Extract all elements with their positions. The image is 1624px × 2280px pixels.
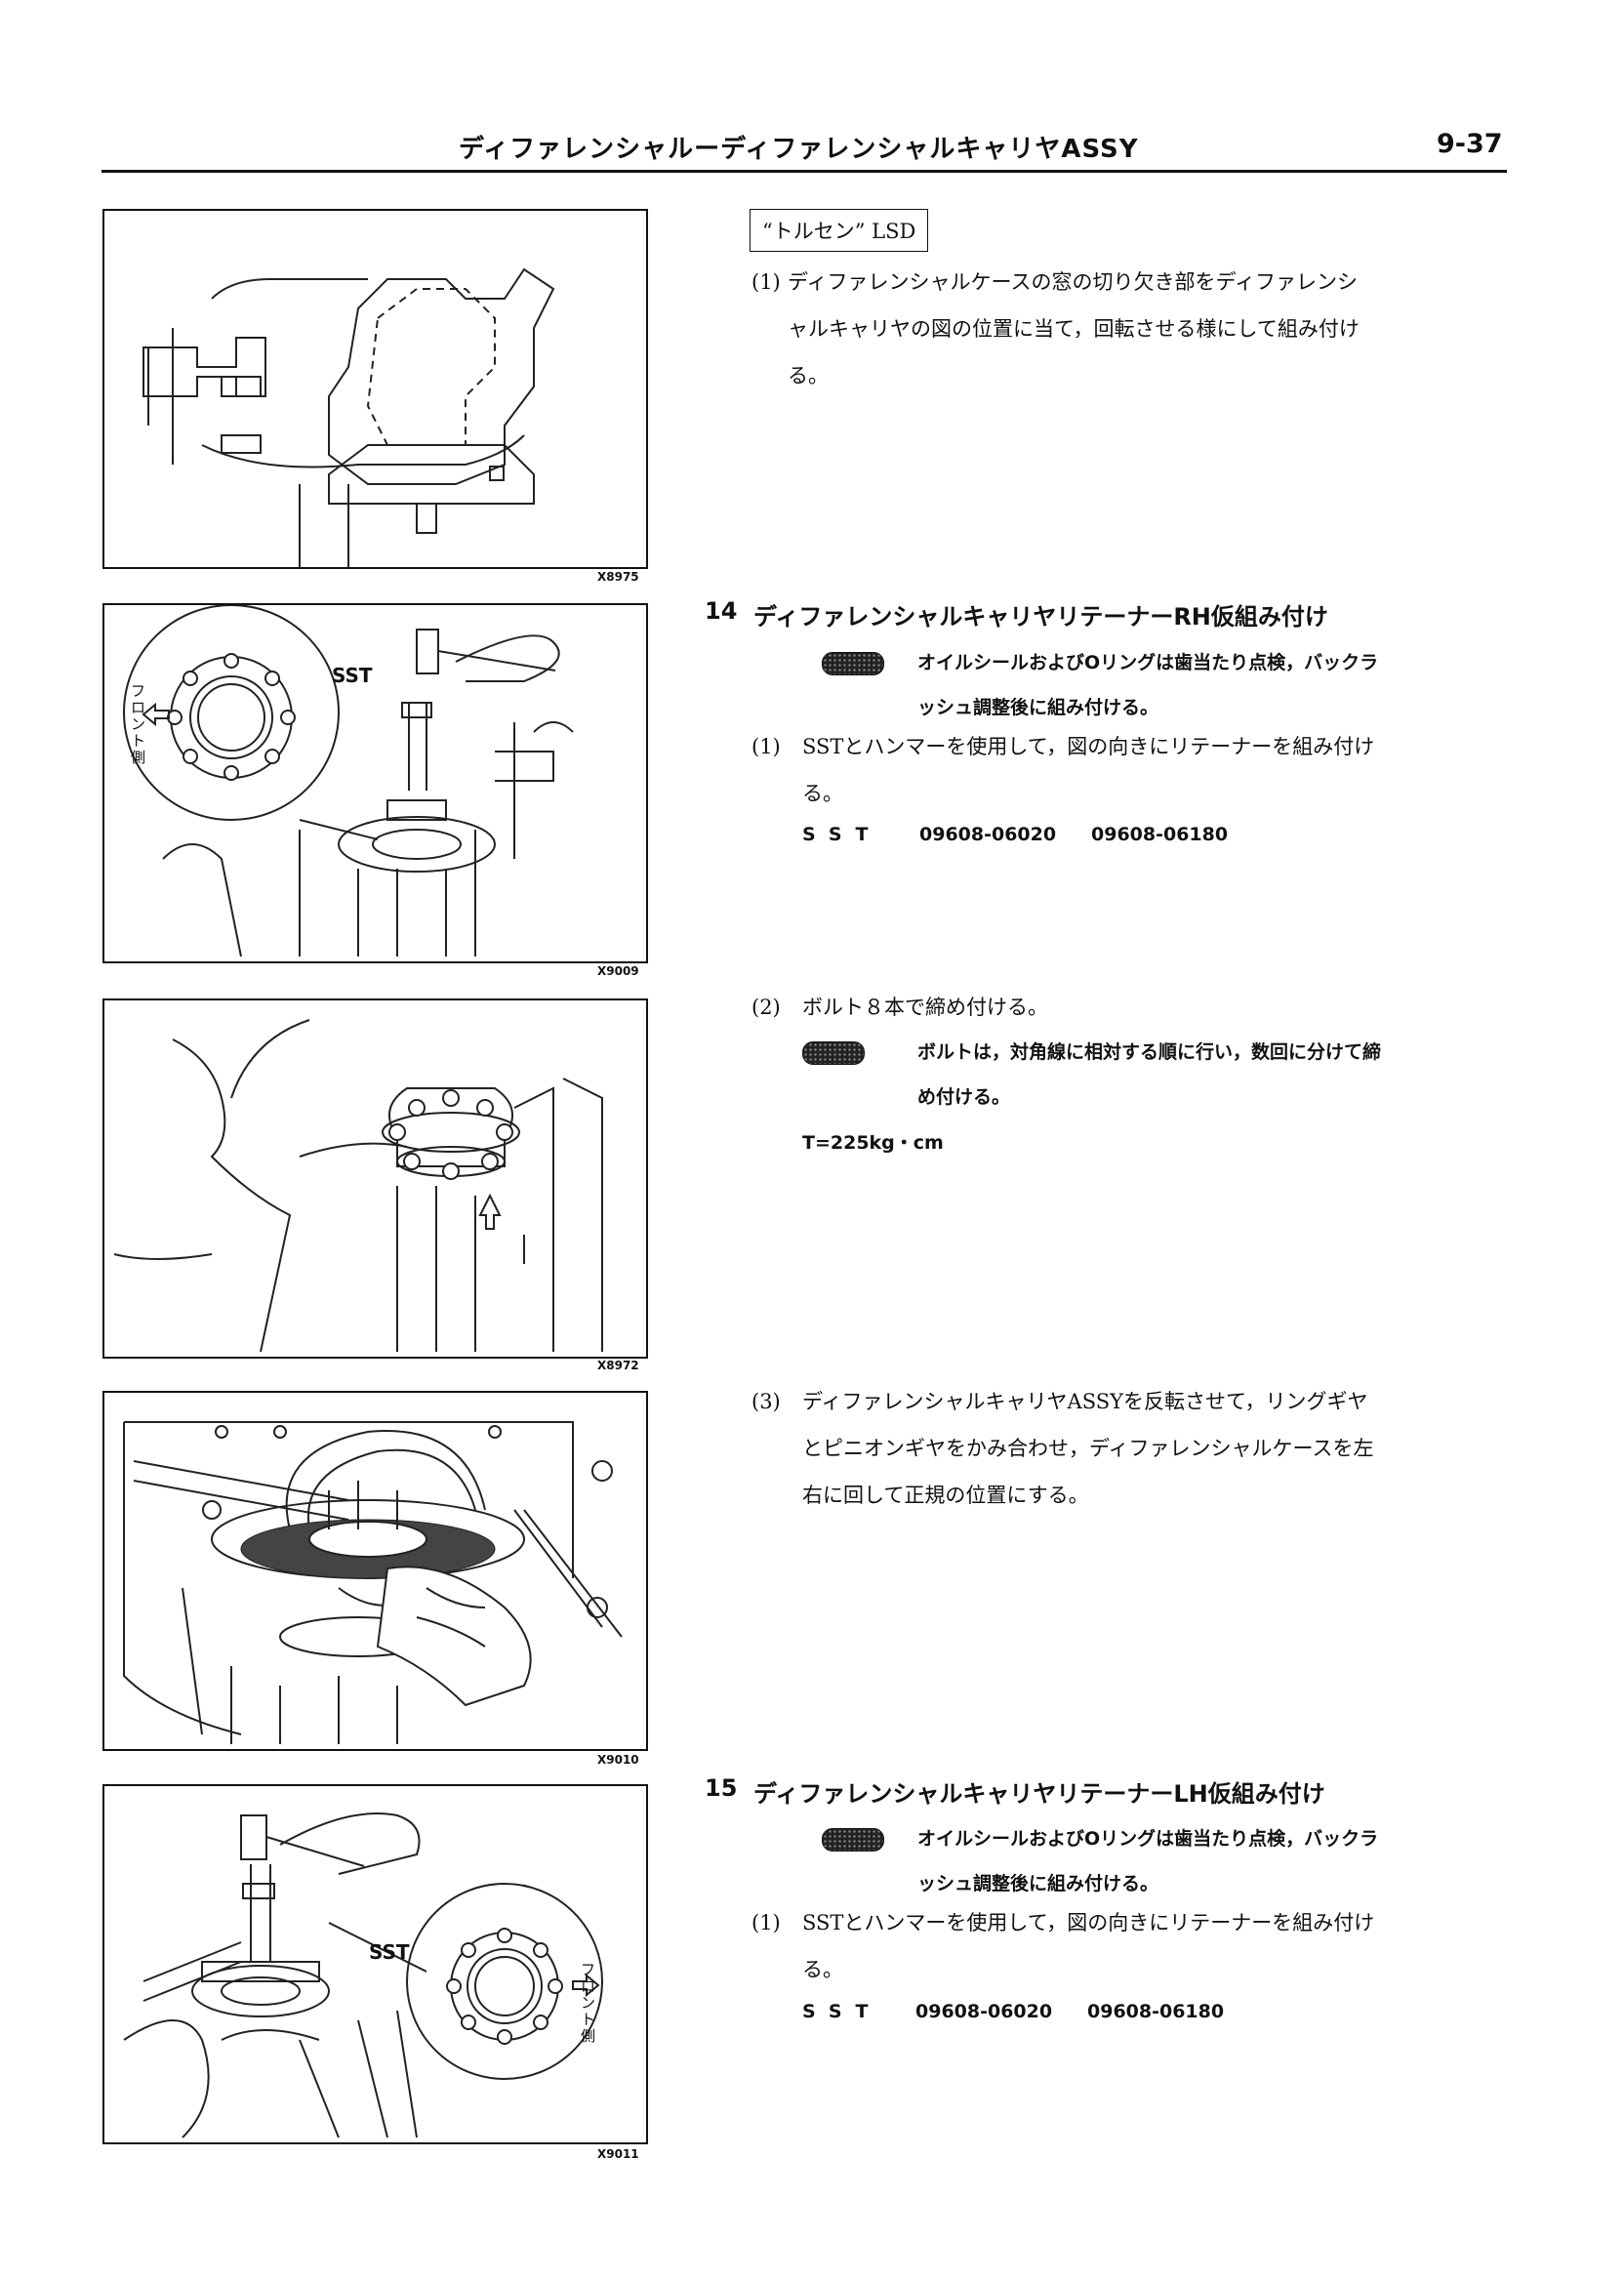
step-15-number: 15 (705, 1774, 738, 1802)
torque-spec: T=225kg・cm (802, 1132, 944, 1154)
figure-code: X8972 (597, 1359, 639, 1372)
note-line: ッシュ調整後に組み付ける。 (917, 1873, 1159, 1894)
note-line: オイルシールおよびOリングは歯当たり点検，バックラ (917, 652, 1379, 673)
text-line: ディファレンシャルケースの窓の切り欠き部をディファレンシ (788, 270, 1359, 294)
text-line: る。 (802, 1958, 843, 1981)
sst-label: SST (369, 1940, 410, 1964)
step-number: (1) (751, 1911, 781, 1934)
caution-badge-icon (822, 652, 884, 675)
step-number: (2) (751, 996, 781, 1019)
figure-ring-pinion-mesh (102, 1391, 648, 1751)
text-line: とピニオンギヤをかみ合わせ，ディファレンシャルケースを左 (802, 1437, 1374, 1460)
step-14-title: ディファレンシャルキャリヤリテーナーRH仮組み付け (753, 603, 1328, 631)
caution-badge-icon (802, 1041, 865, 1065)
torsen-lsd-heading: “トルセン” LSD (750, 209, 929, 252)
torsen-step-1: (1) ディファレンシャルケースの窓の切り欠き部をディファレンシ ャルキャリヤの… (747, 259, 1518, 399)
step-14-number: 14 (705, 597, 738, 625)
page-number: 9-37 (1437, 129, 1503, 159)
text-line: ャルキャリヤの図の位置に当て，回転させる様にして組み付け (788, 317, 1360, 341)
front-side-label: フロント側 (131, 682, 146, 766)
figure-bolt-tightening (102, 998, 648, 1359)
step-14-sub-2-note: ボルトは，対角線に相対する順に行い，数回に分けて締 め付ける。 (802, 1030, 1524, 1120)
sst-code: 09608-06020 (915, 2001, 1053, 2022)
sst-code: 09608-06180 (1091, 824, 1229, 845)
text-line: ディファレンシャルキャリヤASSYを反転させて，リングギヤ (802, 1390, 1368, 1413)
text-line: る。 (788, 364, 829, 387)
note-line: め付ける。 (917, 1086, 1011, 1108)
note-line: ボルトは，対角線に相対する順に行い，数回に分けて締 (917, 1041, 1382, 1063)
text-line: SSTとハンマーを使用して，図の向きにリテーナーを組み付け (802, 735, 1375, 758)
step-14-note: オイルシールおよびOリングは歯当たり点検，バックラ ッシュ調整後に組み付ける。 (822, 640, 1524, 730)
sst-code: 09608-06020 (919, 824, 1057, 845)
text-line: 右に回して正規の位置にする。 (802, 1484, 1089, 1507)
sst-label: SST (802, 2001, 882, 2022)
note-line: ッシュ調整後に組み付ける。 (917, 697, 1159, 718)
step-number: (1) (751, 735, 781, 758)
sst-code: 09608-06180 (1087, 2001, 1225, 2022)
sst-label: SST (802, 824, 882, 845)
figure-code: X9009 (597, 964, 639, 978)
step-14-sub-3: (3) ディファレンシャルキャリヤASSYを反転させて，リングギヤ とピニオンギ… (747, 1378, 1518, 1519)
step-number: (3) (751, 1390, 781, 1413)
text-line: る。 (802, 782, 843, 805)
figure-code: X9010 (597, 1753, 639, 1767)
step-15-note: オイルシールおよびOリングは歯当たり点検，バックラ ッシュ調整後に組み付ける。 (822, 1816, 1524, 1906)
figure-code: X9011 (597, 2147, 639, 2161)
caution-badge-icon (822, 1828, 884, 1852)
figure-rh-retainer-install (102, 603, 648, 963)
step-number: (1) (751, 270, 781, 294)
step-14-sub-1: (1) SSTとハンマーを使用して，図の向きにリテーナーを組み付け る。 (747, 723, 1518, 817)
header-rule (102, 170, 1507, 173)
figure-code: X8975 (597, 570, 639, 584)
figure-carrier-case-window (102, 209, 648, 569)
front-side-label: フロント側 (581, 1961, 596, 2045)
step-15-title: ディファレンシャルキャリヤリテーナーLH仮組み付け (753, 1780, 1325, 1808)
text-line: ボルト８本で締め付ける。 (802, 996, 1048, 1019)
figure-lh-retainer-install (102, 1784, 648, 2144)
step-14-sub-2: (2) ボルト８本で締め付ける。 (747, 988, 1518, 1027)
note-line: オイルシールおよびOリングは歯当たり点検，バックラ (917, 1828, 1379, 1850)
text-line: SSTとハンマーを使用して，図の向きにリテーナーを組み付け (802, 1911, 1375, 1934)
sst-label: SST (332, 664, 373, 687)
header-title: ディファレンシャルーディファレンシャルキャリヤASSY (459, 135, 1139, 164)
step-15-sub-1: (1) SSTとハンマーを使用して，図の向きにリテーナーを組み付け る。 (747, 1899, 1518, 1993)
